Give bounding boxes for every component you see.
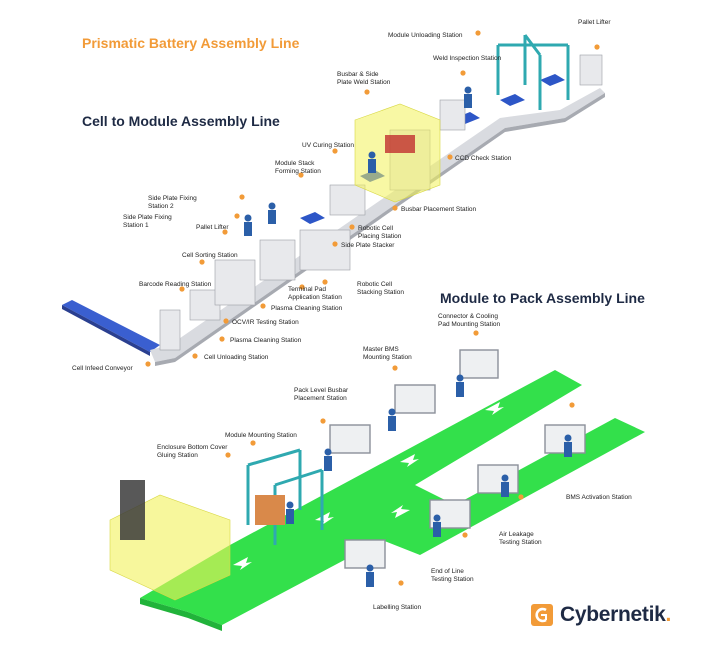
station-labels: Module Unloading Station Pallet Lifter W… <box>72 19 632 611</box>
label-module-mounting: Module Mounting Station <box>225 432 297 439</box>
label-labelling: Labelling Station <box>373 604 421 611</box>
terminal-pad-machine <box>259 239 296 281</box>
cell-infeed-conveyor <box>62 300 160 352</box>
module-to-pack-line <box>109 349 645 631</box>
green-conveyor <box>140 370 645 625</box>
label-ccd-check: CCD Check Station <box>455 155 512 162</box>
label-weld-inspection: Weld Inspection Station <box>433 55 502 62</box>
label-cell-infeed: Cell Infeed Conveyor <box>72 365 134 372</box>
label-pallet-lifter-top: Pallet Lifter <box>578 19 611 26</box>
operators-bottom <box>286 374 572 587</box>
label-plasma-cleaning-2: Plasma Cleaning Station <box>230 337 302 344</box>
brand-dot: . <box>665 603 672 626</box>
module-stack <box>255 495 285 525</box>
module-to-pack-title: Module to Pack Assembly Line <box>440 290 645 306</box>
brand-logo: Cybernetik. <box>530 603 671 627</box>
cell-to-module-line <box>62 34 605 366</box>
label-plasma-cleaning-1: Plasma Cleaning Station <box>271 305 343 312</box>
page-title: Prismatic Battery Assembly Line <box>82 35 300 51</box>
label-cell-sorting: Cell Sorting Station <box>182 252 238 259</box>
label-uv-curing: UV Curing Station <box>302 142 354 149</box>
label-side-plate-stacker: Side Plate Stacker <box>341 242 395 249</box>
main-assembly-conveyor <box>150 88 605 362</box>
label-busbar-placement: Busbar Placement Station <box>401 206 477 213</box>
module-stack-machine <box>329 184 366 216</box>
cell-unloading-machine <box>159 309 181 351</box>
cell-to-module-title: Cell to Module Assembly Line <box>82 113 280 129</box>
label-barcode-reading: Barcode Reading Station <box>139 281 212 288</box>
operators-top <box>244 86 472 236</box>
robotic-stacking-machine <box>299 229 351 271</box>
label-pallet-lifter: Pallet Lifter <box>196 224 229 231</box>
label-ocv-ir: OCV/IR Testing Station <box>232 319 299 326</box>
pallet-lifter-top-machine <box>579 54 603 86</box>
ocv-ir-machine <box>214 259 256 306</box>
label-bms-activation: BMS Activation Station <box>566 494 632 501</box>
weld-inspection-machine <box>439 99 466 131</box>
label-module-unloading: Module Unloading Station <box>388 32 463 39</box>
callout-markers <box>145 30 600 586</box>
label-cell-unloading: Cell Unloading Station <box>204 354 269 361</box>
brand-name: Cybernetik <box>560 603 666 626</box>
cybernetik-logo-icon <box>531 604 553 626</box>
module-unloading-frame <box>496 34 570 110</box>
